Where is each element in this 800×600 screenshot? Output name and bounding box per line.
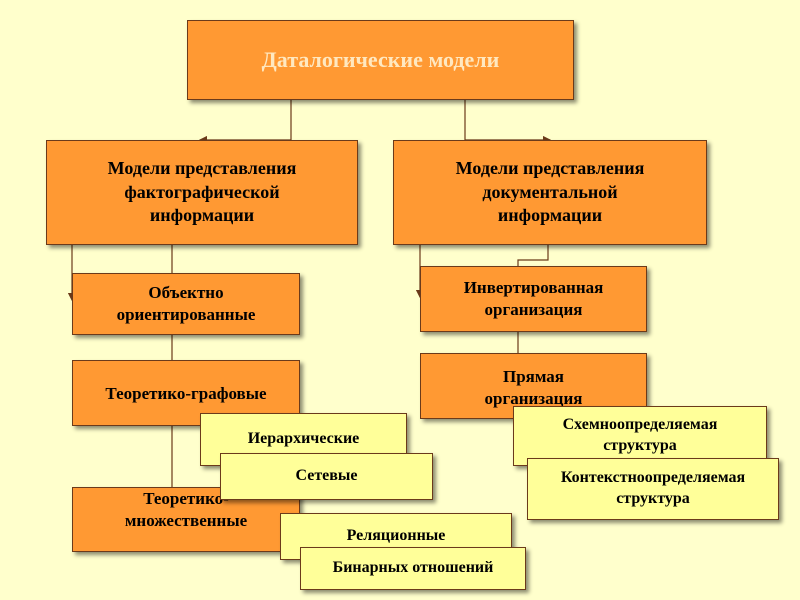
node-binary-relations: Бинарных отношений (300, 547, 526, 590)
node-inverted-organization: Инвертированная организация (420, 266, 647, 332)
node-hierarchical-label: Иерархические (247, 430, 360, 448)
node-object-oriented-label: Объектно ориентированные (116, 282, 256, 324)
node-context-defined-label: Контекстноопределяемая структура (560, 469, 746, 507)
node-context-defined: Контекстноопределяемая структура (527, 458, 779, 520)
node-factographic-label: Модели представления фактографической ин… (107, 158, 297, 226)
node-set-theoretic-label: Теоретико- множественные (124, 489, 248, 531)
node-set-theoretic: Теоретико- множественные (72, 487, 300, 552)
node-object-oriented: Объектно ориентированные (72, 273, 300, 335)
node-documental-label: Модели представления документальной инфо… (455, 158, 645, 226)
node-network: Сетевые (220, 453, 433, 500)
node-documental-models: Модели представления документальной инфо… (393, 140, 707, 245)
connector-title-left (198, 100, 292, 145)
node-schema-defined-label: Схемноопределяемая структура (562, 416, 718, 454)
node-graph-theoretic-label: Теоретико-графовые (105, 384, 267, 403)
connector-title-right (464, 100, 552, 145)
node-binary-relations-label: Бинарных отношений (332, 559, 494, 577)
title-box: Даталогические модели (187, 20, 574, 100)
node-inverted-label: Инвертированная организация (463, 277, 604, 319)
node-direct-label: Прямая организация (484, 367, 583, 409)
node-factographic-models: Модели представления фактографической ин… (46, 140, 358, 245)
node-relational-label: Реляционные (346, 527, 446, 545)
diagram-title: Даталогические модели (261, 46, 500, 72)
node-schema-defined: Схемноопределяемая структура (513, 406, 767, 466)
node-network-label: Сетевые (295, 467, 358, 485)
